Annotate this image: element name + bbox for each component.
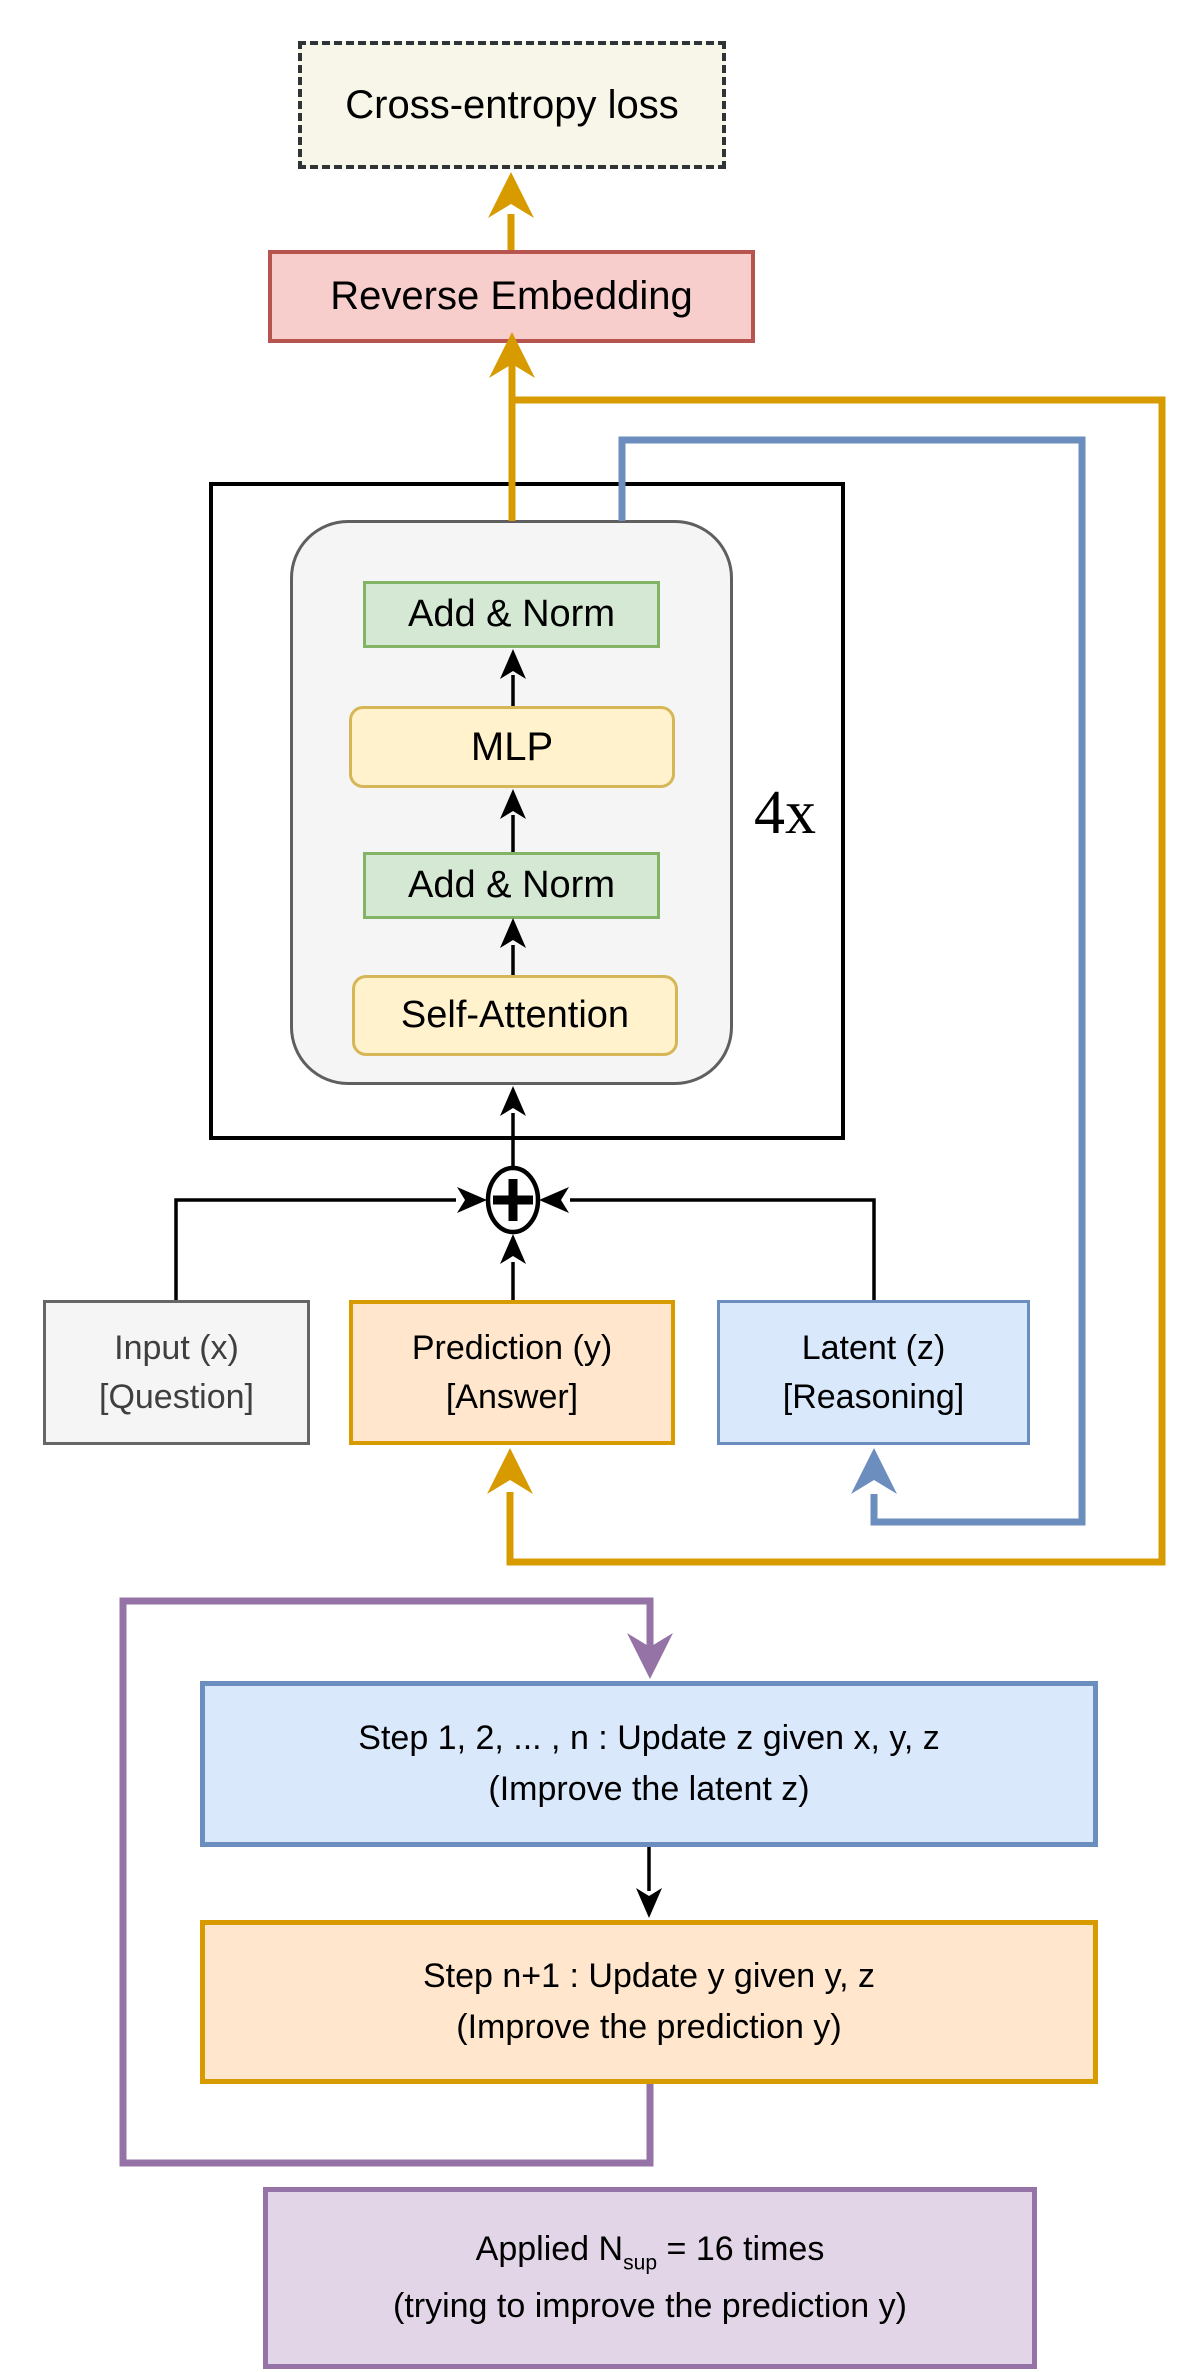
plus-combiner-icon: [485, 1165, 541, 1235]
add-norm-top-box: Add & Norm: [363, 581, 660, 648]
add-norm-bottom-label: Add & Norm: [408, 863, 615, 906]
update-z-line1: Step 1, 2, ... , n : Update z given x, y…: [358, 1719, 940, 1757]
gold-arrowhead-into-loss: [488, 172, 534, 218]
self-attention-label: Self-Attention: [400, 993, 630, 1036]
arrowhead-into-combiner-left: [457, 1187, 487, 1213]
input-x-box: Input (x) [Question]: [43, 1300, 310, 1445]
applied-subscript: sup: [623, 2251, 658, 2275]
applied-times-line2: (trying to improve the prediction y): [393, 2287, 907, 2326]
update-y-line1: Step n+1 : Update y given y, z: [422, 1957, 876, 1995]
self-attention-box: Self-Attention: [352, 975, 678, 1056]
latent-to-combiner-line: [570, 1198, 876, 1300]
reverse-embedding-box: Reverse Embedding: [268, 250, 755, 343]
add-norm-bottom-box: Add & Norm: [363, 852, 660, 919]
update-z-step-box: Step 1, 2, ... , n : Update z given x, y…: [200, 1681, 1098, 1847]
combiner-circle: [485, 1165, 541, 1235]
prediction-y-box: Prediction (y) [Answer]: [349, 1300, 675, 1445]
update-y-line2: (Improve the prediction y): [456, 2008, 842, 2046]
latent-z-box: Latent (z) [Reasoning]: [717, 1300, 1030, 1445]
applied-times-box: Applied Nsup = 16 times (trying to impro…: [263, 2187, 1037, 2369]
arrowhead-into-combiner-right: [539, 1187, 569, 1213]
latent-z-line2: [Reasoning]: [782, 1377, 965, 1416]
update-z-line2: (Improve the latent z): [488, 1770, 810, 1808]
applied-times-line1: Applied Nsup = 16 times: [475, 2230, 825, 2275]
arrowhead-into-step-y: [636, 1888, 662, 1918]
purple-arrowhead-into-step-z: [627, 1633, 673, 1679]
mlp-label: MLP: [470, 724, 554, 769]
gold-arrowhead-into-prediction: [487, 1448, 533, 1494]
blue-arrowhead-into-latent: [851, 1448, 897, 1494]
arrowhead-into-combiner-bottom: [500, 1234, 526, 1264]
prediction-y-line1: Prediction (y): [411, 1329, 613, 1368]
repeat-count-label: 4x: [754, 778, 816, 847]
input-x-line1: Input (x): [114, 1329, 239, 1368]
cross-entropy-loss-label: Cross-entropy loss: [345, 82, 679, 127]
update-y-step-box: Step n+1 : Update y given y, z (Improve …: [200, 1920, 1098, 2084]
reverse-embedding-label: Reverse Embedding: [330, 274, 693, 319]
input-to-combiner-line: [174, 1198, 456, 1300]
mlp-box: MLP: [349, 706, 675, 788]
cross-entropy-loss-box: Cross-entropy loss: [298, 41, 726, 169]
input-x-line2: [Question]: [99, 1377, 254, 1416]
add-norm-top-label: Add & Norm: [408, 592, 615, 635]
latent-z-line1: Latent (z): [801, 1329, 946, 1368]
prediction-y-line2: [Answer]: [445, 1377, 579, 1416]
combiner-plus-glyph: [493, 1179, 533, 1221]
